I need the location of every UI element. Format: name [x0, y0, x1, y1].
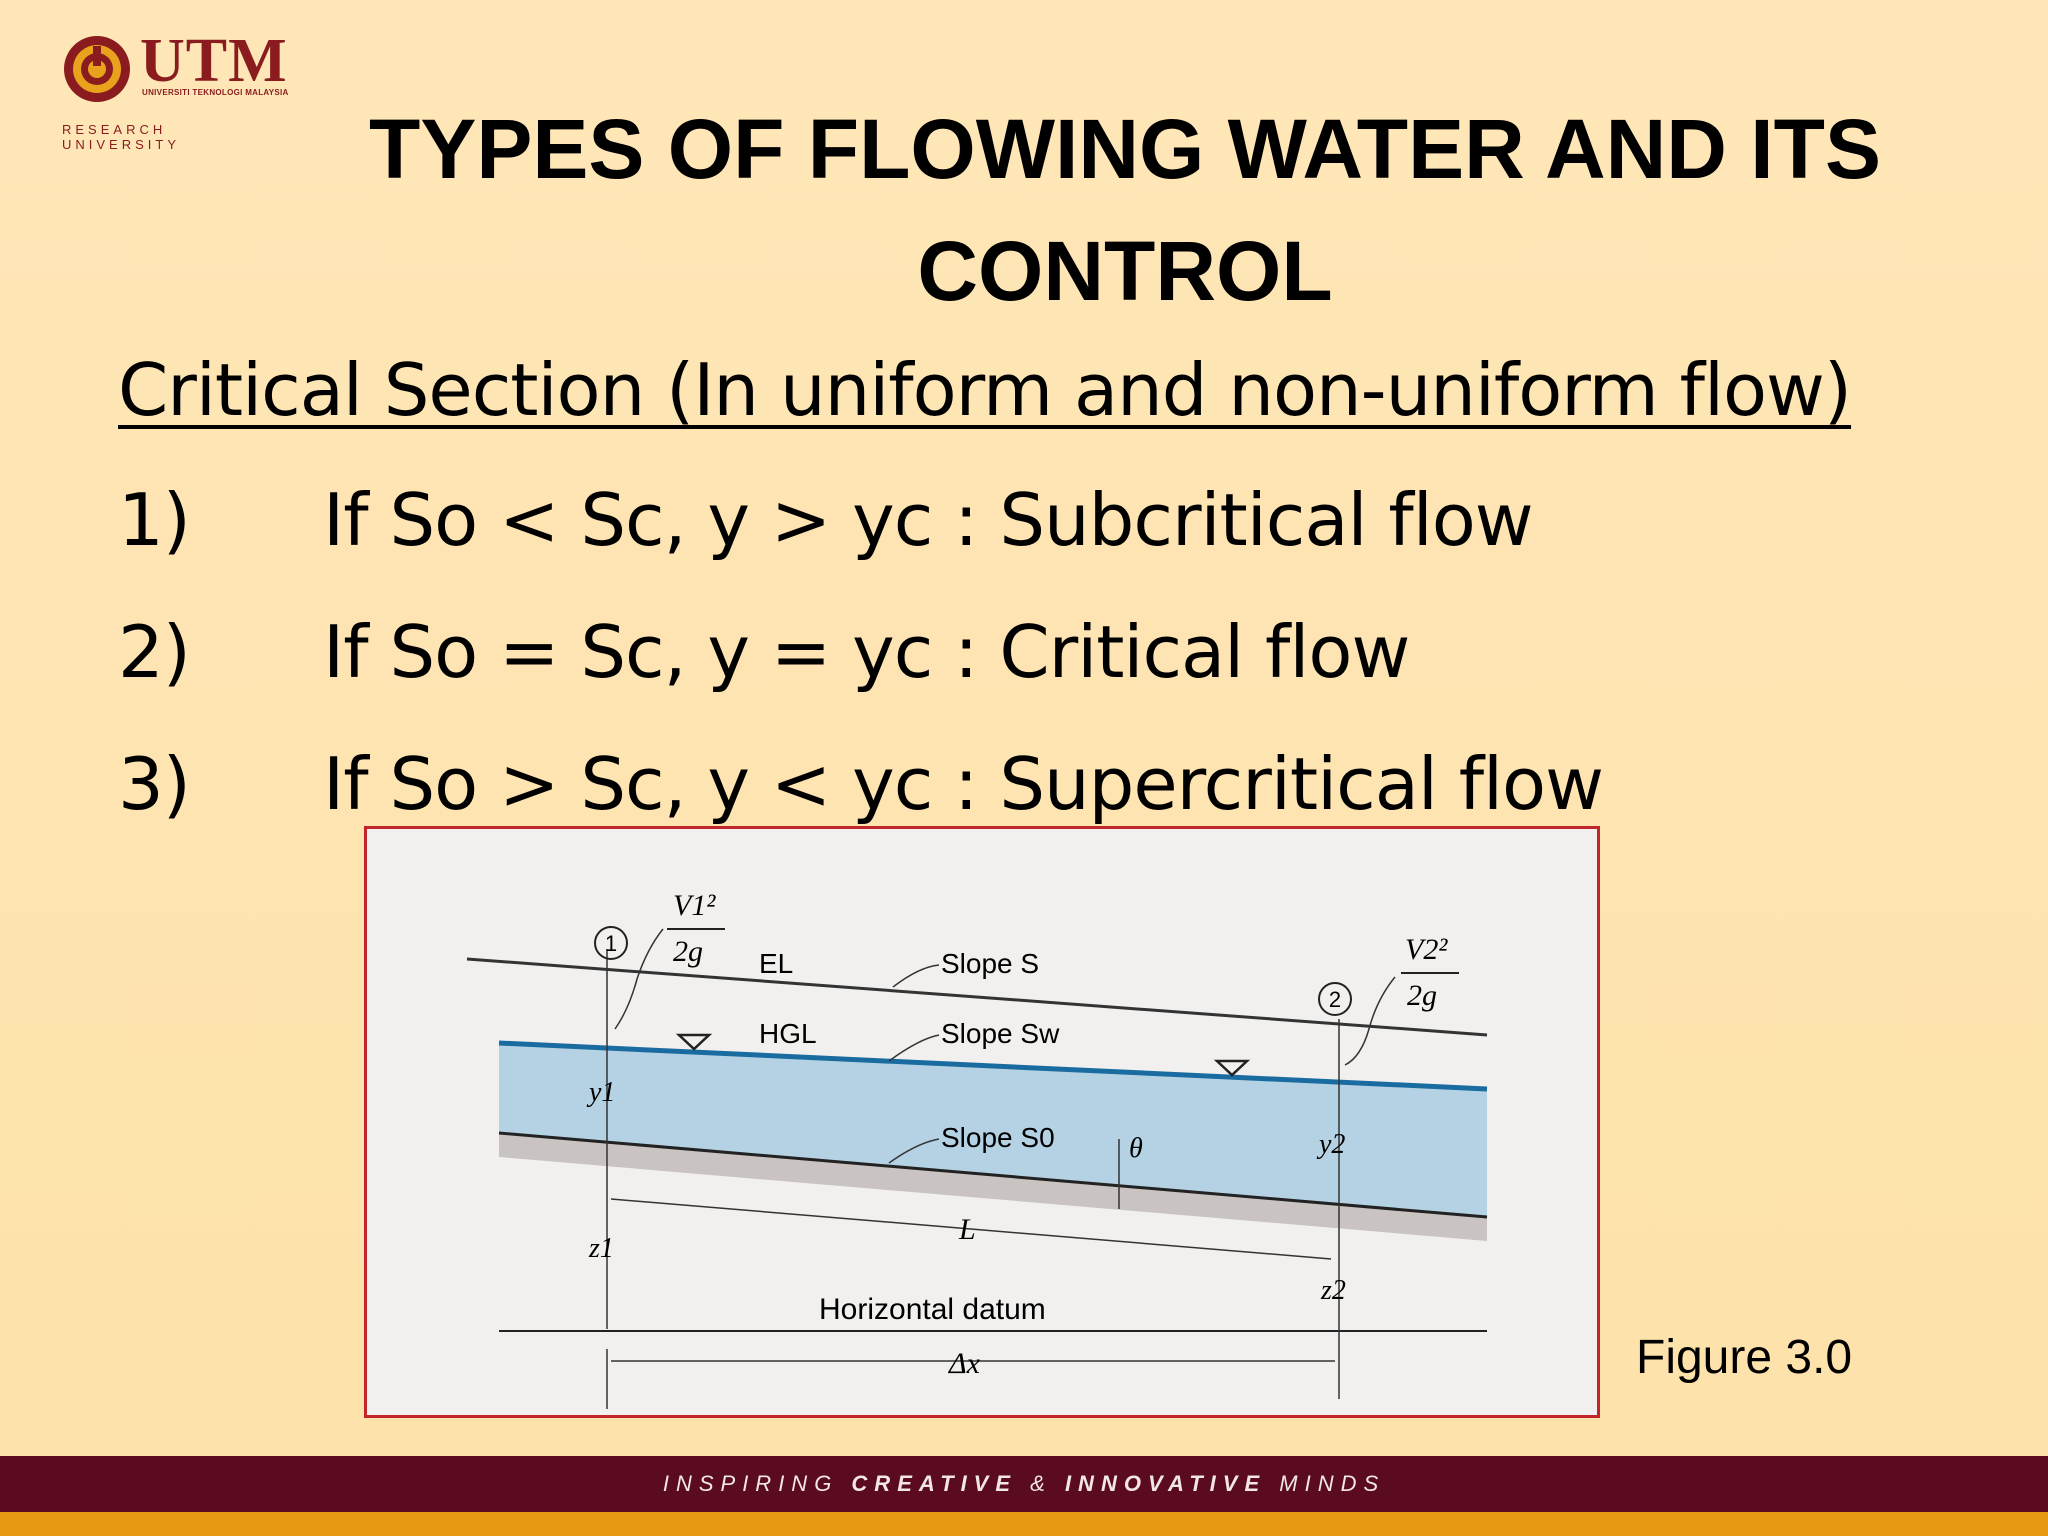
logo-subtitle: UNIVERSITI TEKNOLOGI MALAYSIA: [142, 88, 289, 97]
list-item-text: If So > Sc, y < yc : Supercritical flow: [323, 742, 1604, 826]
logo-tagline: RESEARCH UNIVERSITY: [62, 122, 181, 152]
slope-s0-label: Slope S0: [941, 1122, 1055, 1153]
footer-slogan-suffix: MINDS: [1266, 1471, 1386, 1496]
footer-slogan-innovative: INNOVATIVE: [1064, 1471, 1267, 1496]
velocity-head-1-numerator: V1²: [673, 889, 716, 922]
list-item-number: 2): [118, 610, 191, 694]
title-line-2: CONTROL: [917, 224, 1333, 318]
subheading: Critical Section (In uniform and non-uni…: [118, 348, 1852, 432]
velocity-head-2-numerator: V2²: [1405, 933, 1448, 966]
water-surface-marker: [1213, 1059, 1251, 1077]
velocity-head-1-denominator: 2g: [673, 935, 703, 968]
angle-theta-label: θ: [1129, 1133, 1143, 1164]
slope-sw-label: Slope Sw: [941, 1018, 1060, 1049]
utm-logo: UTM UNIVERSITI TEKNOLOGI MALAYSIA RESEAR…: [60, 27, 290, 152]
slide-title: TYPES OF FLOWING WATER AND ITS CONTROL: [300, 88, 1950, 332]
slope-s-leader: [892, 964, 940, 988]
list-item-text: If So = Sc, y = yc : Critical flow: [323, 610, 1410, 694]
velocity-head-2-brace: [1344, 976, 1396, 1066]
depth-y2-label: y2: [1316, 1129, 1345, 1160]
section-1-label: 1: [605, 931, 617, 956]
water-body: [499, 1043, 1487, 1217]
footer-slogan: INSPIRING CREATIVE & INNOVATIVE MINDS: [663, 1471, 1385, 1496]
length-l-label: L: [958, 1213, 976, 1246]
slope-s-label: Slope S: [941, 948, 1039, 979]
slope-sw-leader: [888, 1034, 940, 1062]
flow-diagram: 1 2 V1² 2g V2² 2g EL HGL Slope S Slope S…: [466, 889, 1488, 1409]
slope-s0-leader: [888, 1138, 940, 1164]
flow-diagram-figure: 1 2 V1² 2g V2² 2g EL HGL Slope S Slope S…: [364, 826, 1600, 1418]
logo-wordmark: UTM: [140, 27, 288, 95]
elevation-z1-label: z1: [588, 1233, 614, 1264]
length-l-line: [610, 1198, 1332, 1260]
title-line-1: TYPES OF FLOWING WATER AND ITS: [369, 102, 1881, 196]
section-1-marker: [594, 926, 628, 960]
footer-slogan-creative: CREATIVE: [851, 1471, 1018, 1496]
utm-emblem-icon: [64, 36, 130, 102]
channel-bottom-line: [498, 1131, 1488, 1219]
depth-y1-label: y1: [586, 1077, 615, 1108]
list-item-text: If So < Sc, y > yc : Subcritical flow: [323, 478, 1534, 562]
hgl-label: HGL: [759, 1018, 817, 1049]
water-surface-marker: [675, 1033, 713, 1051]
figure-caption: Figure 3.0: [1636, 1331, 1853, 1384]
footer-bar: INSPIRING CREATIVE & INNOVATIVE MINDS: [0, 1456, 2048, 1512]
dx-label: Δx: [948, 1347, 981, 1380]
velocity-head-1-brace: [614, 928, 664, 1030]
footer-accent-band: [0, 1512, 2048, 1536]
datum-label: Horizontal datum: [819, 1293, 1046, 1326]
footer-slogan-middle: &: [1017, 1471, 1065, 1496]
velocity-head-2-denominator: 2g: [1407, 979, 1437, 1012]
section-2-marker: [1318, 982, 1352, 1016]
energy-line-label: EL: [759, 948, 793, 979]
energy-line: [466, 957, 1488, 1037]
section-2-label: 2: [1329, 987, 1341, 1012]
elevation-z2-label: z2: [1320, 1275, 1346, 1306]
list-item-number: 3): [118, 742, 191, 826]
hydraulic-grade-line: [498, 1040, 1488, 1092]
list-item-number: 1): [118, 478, 191, 562]
footer-slogan-prefix: INSPIRING: [662, 1471, 852, 1496]
channel-bed: [499, 1133, 1487, 1241]
